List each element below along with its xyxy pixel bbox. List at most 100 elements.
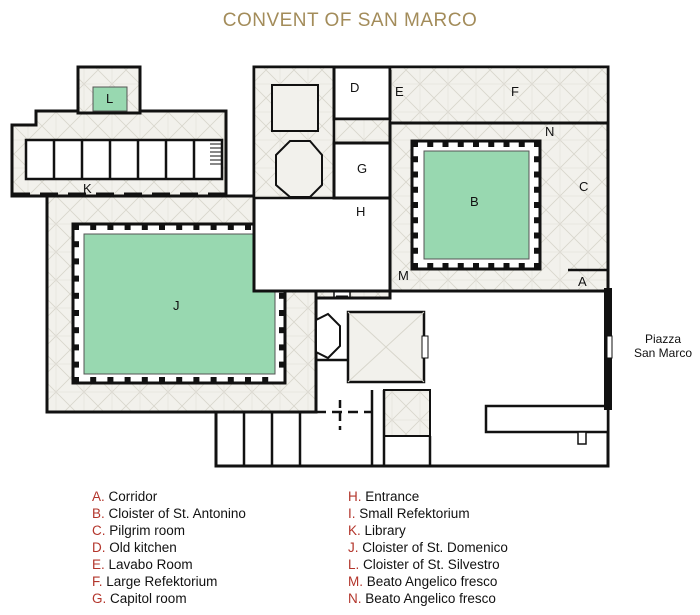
cloister-silvestro xyxy=(76,65,142,115)
pillar xyxy=(245,224,251,230)
legend-item: K. Library xyxy=(348,522,508,539)
pillar xyxy=(412,232,418,239)
floor-plan: A B C D E F G H J K L M N xyxy=(10,65,613,468)
legend-item: M. Beato Angelico fresco xyxy=(348,573,508,590)
label-j: J xyxy=(173,298,180,313)
pillar xyxy=(279,344,285,351)
pillar xyxy=(534,141,540,147)
label-g: G xyxy=(357,161,367,176)
pillar xyxy=(457,263,464,269)
label-a: A xyxy=(578,274,587,289)
pillar xyxy=(412,217,418,224)
legend-name: Cloister of St. Antonino xyxy=(108,506,246,521)
piazza-line-2: San Marco xyxy=(633,346,693,360)
legend-name: Lavabo Room xyxy=(108,557,193,572)
pillar xyxy=(73,361,79,368)
legend-item: C. Pilgrim room xyxy=(92,522,246,539)
pillar xyxy=(473,141,479,147)
pillar xyxy=(159,224,165,230)
label-c: C xyxy=(579,179,588,194)
legend-name: Capitol room xyxy=(110,591,187,606)
pillar xyxy=(73,275,79,282)
pillar xyxy=(141,377,148,383)
legend-name: Large Refektorium xyxy=(106,574,218,589)
pillar xyxy=(73,258,79,265)
legend-key: F. xyxy=(92,574,103,589)
pillar xyxy=(442,141,449,147)
pillar xyxy=(427,263,434,269)
legend-key: A. xyxy=(92,489,105,504)
pillar xyxy=(412,156,418,163)
pillar xyxy=(124,224,131,230)
legend-name: Cloister of St. Domenico xyxy=(362,540,508,555)
staircase xyxy=(210,143,221,165)
plan-labels: A B C D E F G H J K L M N xyxy=(83,80,588,313)
label-l: L xyxy=(106,91,113,106)
legend-item: D. Old kitchen xyxy=(92,539,246,556)
pillar xyxy=(518,263,525,269)
legend-key: J. xyxy=(348,540,359,555)
pillar xyxy=(176,377,183,383)
label-d: D xyxy=(350,80,359,95)
pillar xyxy=(503,141,510,147)
pillar xyxy=(412,247,418,254)
label-k: K xyxy=(83,181,92,196)
label-e: E xyxy=(395,84,404,99)
legend-item: N. Beato Angelico fresco xyxy=(348,590,508,607)
legend-name: Pilgrim room xyxy=(109,523,186,538)
legend-name: Corridor xyxy=(108,489,158,504)
label-b: B xyxy=(470,194,479,209)
legend-key: E. xyxy=(92,557,105,572)
pillar xyxy=(262,377,269,383)
pillar xyxy=(457,141,464,147)
legend-item: E. Lavabo Room xyxy=(92,556,246,573)
pillar xyxy=(73,224,79,230)
pillar xyxy=(534,186,540,193)
library-wing xyxy=(10,109,232,198)
pillar xyxy=(107,224,114,230)
pillar xyxy=(279,327,285,334)
pillar xyxy=(488,263,495,269)
legend-name: Cloister of St. Silvestro xyxy=(363,557,500,572)
pillar xyxy=(279,361,285,368)
legend-name: Entrance xyxy=(365,489,420,504)
page-title: CONVENT OF SAN MARCO xyxy=(222,10,478,31)
pillar xyxy=(279,292,285,299)
pillar xyxy=(279,310,285,316)
pillar xyxy=(473,263,479,269)
pillar xyxy=(442,263,449,269)
pillar xyxy=(503,263,510,269)
south-complex xyxy=(214,288,613,468)
piazza-label: Piazza San Marco xyxy=(628,332,698,360)
pillar xyxy=(227,377,234,383)
label-m: M xyxy=(398,268,409,283)
legend-key: I. xyxy=(348,506,356,521)
legend-item: G. Capitol room xyxy=(92,590,246,607)
pillar xyxy=(176,224,183,230)
pillar xyxy=(534,232,540,239)
legend-key: G. xyxy=(92,591,107,606)
legend-key: B. xyxy=(92,506,105,521)
legend-name: Beato Angelico fresco xyxy=(366,574,498,589)
pillar xyxy=(73,344,79,351)
legend-item: B. Cloister of St. Antonino xyxy=(92,505,246,522)
pillar xyxy=(412,186,418,193)
pillar xyxy=(412,171,418,178)
pillar xyxy=(90,224,97,230)
pillar xyxy=(427,141,434,147)
label-n: N xyxy=(545,124,554,139)
pillar xyxy=(73,292,79,299)
pillar xyxy=(73,377,79,383)
pillar xyxy=(245,377,251,383)
legend-item: J. Cloister of St. Domenico xyxy=(348,539,508,556)
pillar xyxy=(141,224,148,230)
pillar xyxy=(193,377,200,383)
label-f: F xyxy=(511,84,519,99)
pillar xyxy=(90,377,97,383)
legend-key: C. xyxy=(92,523,106,538)
pillar xyxy=(518,141,525,147)
pillar xyxy=(488,141,495,147)
pillar xyxy=(534,263,540,269)
legend-key: L. xyxy=(348,557,360,572)
pillar xyxy=(534,247,540,254)
